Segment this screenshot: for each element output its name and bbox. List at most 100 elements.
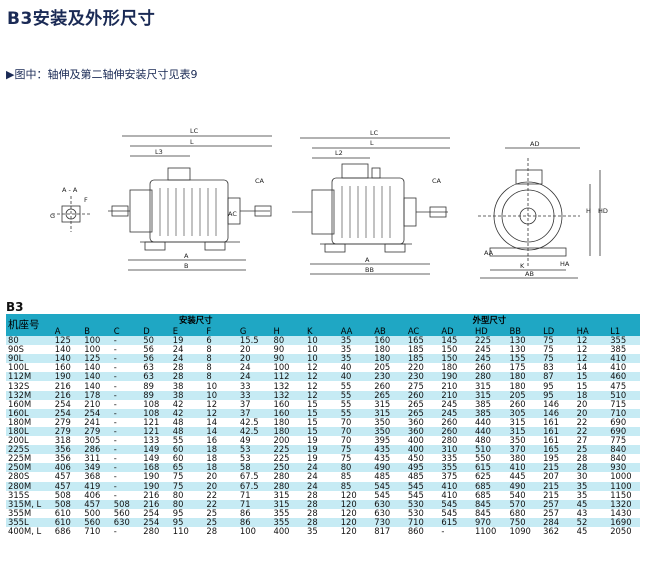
dimension-cell: 241 <box>82 417 112 427</box>
dimension-cell: 410 <box>608 354 640 364</box>
dimension-cell: 1090 <box>507 526 542 537</box>
dimension-cell: 19 <box>305 436 339 446</box>
dimension-cell: 490 <box>507 481 542 491</box>
svg-text:A: A <box>184 252 189 260</box>
dimension-cell: 840 <box>608 454 640 464</box>
dimension-cell: 500 <box>82 508 112 518</box>
dimension-cell: 230 <box>372 372 406 382</box>
dimension-cell: 284 <box>541 517 575 527</box>
dimension-cell: 254 <box>52 399 83 409</box>
dimension-cell: 10 <box>204 390 238 400</box>
dimension-cell: 475 <box>608 381 640 391</box>
dimension-cell: 215 <box>541 481 575 491</box>
dimension-cell: 530 <box>405 499 440 509</box>
dimension-cell: 360 <box>405 426 440 437</box>
dimension-cell: 400 <box>405 436 440 446</box>
dimension-cell: 30 <box>574 472 609 482</box>
table-section-label: B3 <box>6 300 24 314</box>
dimension-cell: 49 <box>237 436 272 446</box>
dimension-cell: 165 <box>405 336 440 346</box>
dimension-cell: 216 <box>141 499 171 509</box>
dimension-cell: 545 <box>439 499 473 509</box>
svg-text:AA: AA <box>484 249 494 257</box>
dimension-cell: 305 <box>507 408 542 418</box>
dimension-cell: 280 <box>141 526 171 537</box>
dimension-cell: 18 <box>204 454 238 464</box>
dimension-cell: 457 <box>52 481 83 491</box>
dimension-cell: 48 <box>170 417 205 427</box>
dimension-cell: 108 <box>141 399 171 409</box>
frame-size-cell: 132S <box>6 381 53 391</box>
dimension-cell: 132 <box>271 390 306 400</box>
dimension-cell: 190 <box>439 372 473 382</box>
column-header: K <box>305 326 339 336</box>
dimension-cell: 28 <box>170 363 205 373</box>
dimension-cell: 19 <box>170 336 205 346</box>
dimension-cell: 485 <box>372 472 406 482</box>
dimension-cell: 55 <box>170 436 205 446</box>
dimension-cell: 125 <box>52 336 83 346</box>
dimension-cell: 53 <box>237 445 272 455</box>
dimension-cell: 435 <box>372 445 406 455</box>
frame-size-cell: 112M <box>6 372 53 382</box>
dimension-cell: 690 <box>608 417 640 427</box>
dimension-cell: 132 <box>271 381 306 391</box>
dimension-cell: 1000 <box>608 472 640 482</box>
dimension-cell: 550 <box>472 454 508 464</box>
dimension-cell: 265 <box>405 408 440 418</box>
dimension-cell: 615 <box>472 463 508 473</box>
dimension-cell: 19 <box>305 445 339 455</box>
dimension-cell: 35 <box>574 481 609 491</box>
dimension-cell: - <box>111 408 142 418</box>
dimension-cell: 280 <box>472 372 508 382</box>
dimension-cell: 180 <box>507 381 542 391</box>
svg-text:AB: AB <box>525 270 534 278</box>
dimension-cell: 20 <box>204 481 238 491</box>
dimension-cell: 200 <box>271 436 306 446</box>
dimension-cell: 24 <box>305 463 339 473</box>
dimension-cell: 368 <box>82 472 112 482</box>
dimension-cell: 90 <box>271 345 306 355</box>
dimension-cell: 210 <box>439 390 473 400</box>
dimension-cell: 356 <box>52 445 83 455</box>
dimension-cell: 385 <box>472 408 508 418</box>
svg-text:LC: LC <box>190 127 199 135</box>
dimension-cell: 37 <box>237 399 272 409</box>
dimension-cell: 28 <box>305 517 339 527</box>
dimension-cell: 610 <box>52 517 83 527</box>
dimension-cell: 395 <box>372 436 406 446</box>
dimension-cell: 280 <box>271 472 306 482</box>
svg-text:HA: HA <box>560 260 570 268</box>
frame-size-cell: 315M, L <box>6 499 53 509</box>
dimension-cell: 42 <box>170 408 205 418</box>
dimension-cell: 286 <box>82 445 112 455</box>
dimension-cell: 25 <box>574 445 609 455</box>
dimension-cell: 145 <box>439 336 473 346</box>
dimension-cell: - <box>111 463 142 473</box>
dimension-cell: - <box>111 381 142 391</box>
dimension-cell: 140 <box>52 354 83 364</box>
dimension-cell: 18 <box>204 445 238 455</box>
dimension-cell: 50 <box>141 336 171 346</box>
dimension-cell: 83 <box>541 363 575 373</box>
svg-text:AD: AD <box>530 140 539 148</box>
dimension-cell: 10 <box>305 336 339 346</box>
dimension-cell: 680 <box>507 508 542 518</box>
dimension-cell: 55 <box>338 408 373 418</box>
dimension-cell: 121 <box>141 426 171 437</box>
dimension-cell: 480 <box>472 436 508 446</box>
dimension-cell: - <box>111 372 142 382</box>
dimension-cell: 95 <box>541 390 575 400</box>
dimension-cell: 28 <box>305 499 339 509</box>
dimension-cell: 930 <box>608 463 640 473</box>
table-header-group-row: 机座号安装尺寸外型尺寸 <box>6 314 640 336</box>
